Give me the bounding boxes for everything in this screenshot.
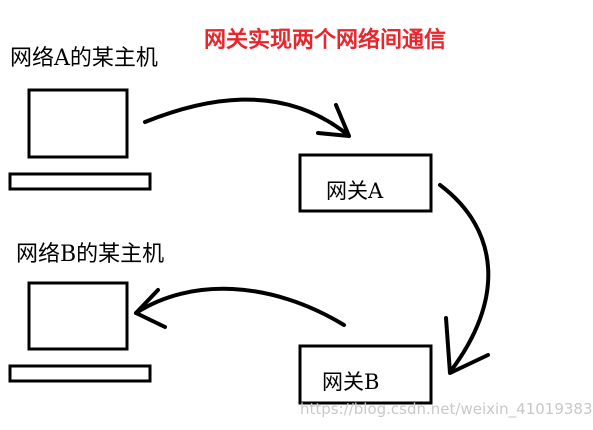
host-b-label: 网络B的某主机 (16, 242, 165, 267)
host-b-monitor (27, 281, 129, 351)
arrowhead-host-b (134, 288, 167, 329)
gateway-b-label: 网关B (322, 370, 380, 394)
diagram-title: 网关实现两个网络间通信 (204, 27, 447, 53)
arrow-gateway-a-to-gateway-b (438, 183, 491, 374)
host-a-monitor (27, 88, 129, 159)
gateway-a-label: 网关A (326, 179, 384, 203)
arrow-gateway-b-to-host-b (134, 286, 346, 327)
host-b-keyboard (8, 364, 152, 383)
gateway-a-box (298, 153, 433, 213)
arrowhead-gateway-b (444, 316, 490, 375)
host-a-label: 网络A的某主机 (10, 46, 158, 71)
arrowhead-gateway-a (316, 103, 351, 138)
watermark: https://blog.csdn.net/weixin_41019383 (300, 400, 593, 418)
host-a-keyboard (8, 172, 152, 191)
diagram-canvas (8, 88, 491, 405)
arrow-host-a-to-gateway-a (143, 97, 350, 137)
gateway-b-box (298, 344, 433, 405)
